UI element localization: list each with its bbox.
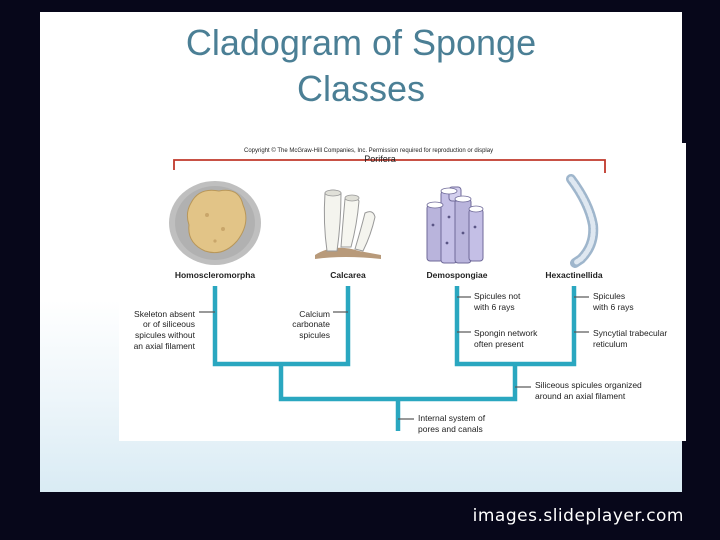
trait-line: Spicules not xyxy=(474,291,521,301)
trait-line: with 6 rays xyxy=(473,302,515,312)
trait-demospongiae-spongin: Spongin network often present xyxy=(474,328,538,349)
trait-line: spicules xyxy=(299,330,330,340)
taxon-demospongiae: Demospongiae xyxy=(427,270,488,280)
cladogram-figure: Copyright © The McGraw-Hill Companies, I… xyxy=(119,143,686,441)
copyright-text: Copyright © The McGraw-Hill Companies, I… xyxy=(244,147,493,154)
cladogram-svg: Copyright © The McGraw-Hill Companies, I… xyxy=(134,147,668,434)
trait-hexactinellida-reticulum: Syncytial trabecular reticulum xyxy=(593,328,667,349)
trait-line: around an axial filament xyxy=(535,391,626,401)
hexactinellida-image xyxy=(566,174,599,268)
porifera-label: Porifera xyxy=(364,154,396,164)
taxon-homoscleromorpha: Homoscleromorpha xyxy=(175,270,256,280)
trait-ticks xyxy=(199,296,589,420)
demospongiae-image xyxy=(426,186,484,264)
trait-line: pores and canals xyxy=(418,424,483,434)
trait-hexactinellida-spicules: Spicules with 6 rays xyxy=(592,291,634,312)
trait-line: carbonate xyxy=(292,319,330,329)
source-credit: images.slideplayer.com xyxy=(472,506,684,526)
slide-title-line1: Cladogram of Sponge xyxy=(185,22,537,63)
trait-line: spicules without xyxy=(135,330,196,340)
trait-siliceous: Siliceous spicules organized around an a… xyxy=(535,380,642,401)
taxon-calcarea: Calcarea xyxy=(330,270,366,280)
trait-line: Internal system of xyxy=(418,413,486,423)
slide-title-line2: Classes xyxy=(296,68,426,109)
trait-line: an axial filament xyxy=(134,341,196,351)
trait-line: Calcium xyxy=(299,309,330,319)
slide-title: Cladogram of Sponge Classes xyxy=(40,20,682,112)
cladogram-tree xyxy=(212,286,577,431)
trait-line: often present xyxy=(474,339,524,349)
trait-line: Spicules xyxy=(593,291,625,301)
trait-line: with 6 rays xyxy=(592,302,634,312)
slide: Cladogram of Sponge Classes Copyright © … xyxy=(40,12,686,492)
trait-line: reticulum xyxy=(593,339,627,349)
trait-line: Syncytial trabecular xyxy=(593,328,667,338)
calcarea-image xyxy=(315,189,381,259)
trait-demospongiae-spicules: Spicules not with 6 rays xyxy=(473,291,521,312)
trait-internal: Internal system of pores and canals xyxy=(418,413,486,434)
trait-line: Siliceous spicules organized xyxy=(535,380,642,390)
taxon-hexactinellida: Hexactinellida xyxy=(545,270,602,280)
trait-line: Skeleton absent xyxy=(134,309,196,319)
trait-line: Spongin network xyxy=(474,328,538,338)
homoscleromorpha-image xyxy=(169,181,261,265)
trait-line: or of siliceous xyxy=(143,319,195,329)
porifera-bracket xyxy=(173,159,606,173)
trait-homoscleromorpha: Skeleton absent or of siliceous spicules… xyxy=(134,309,196,351)
trait-calcarea: Calcium carbonate spicules xyxy=(292,309,330,340)
